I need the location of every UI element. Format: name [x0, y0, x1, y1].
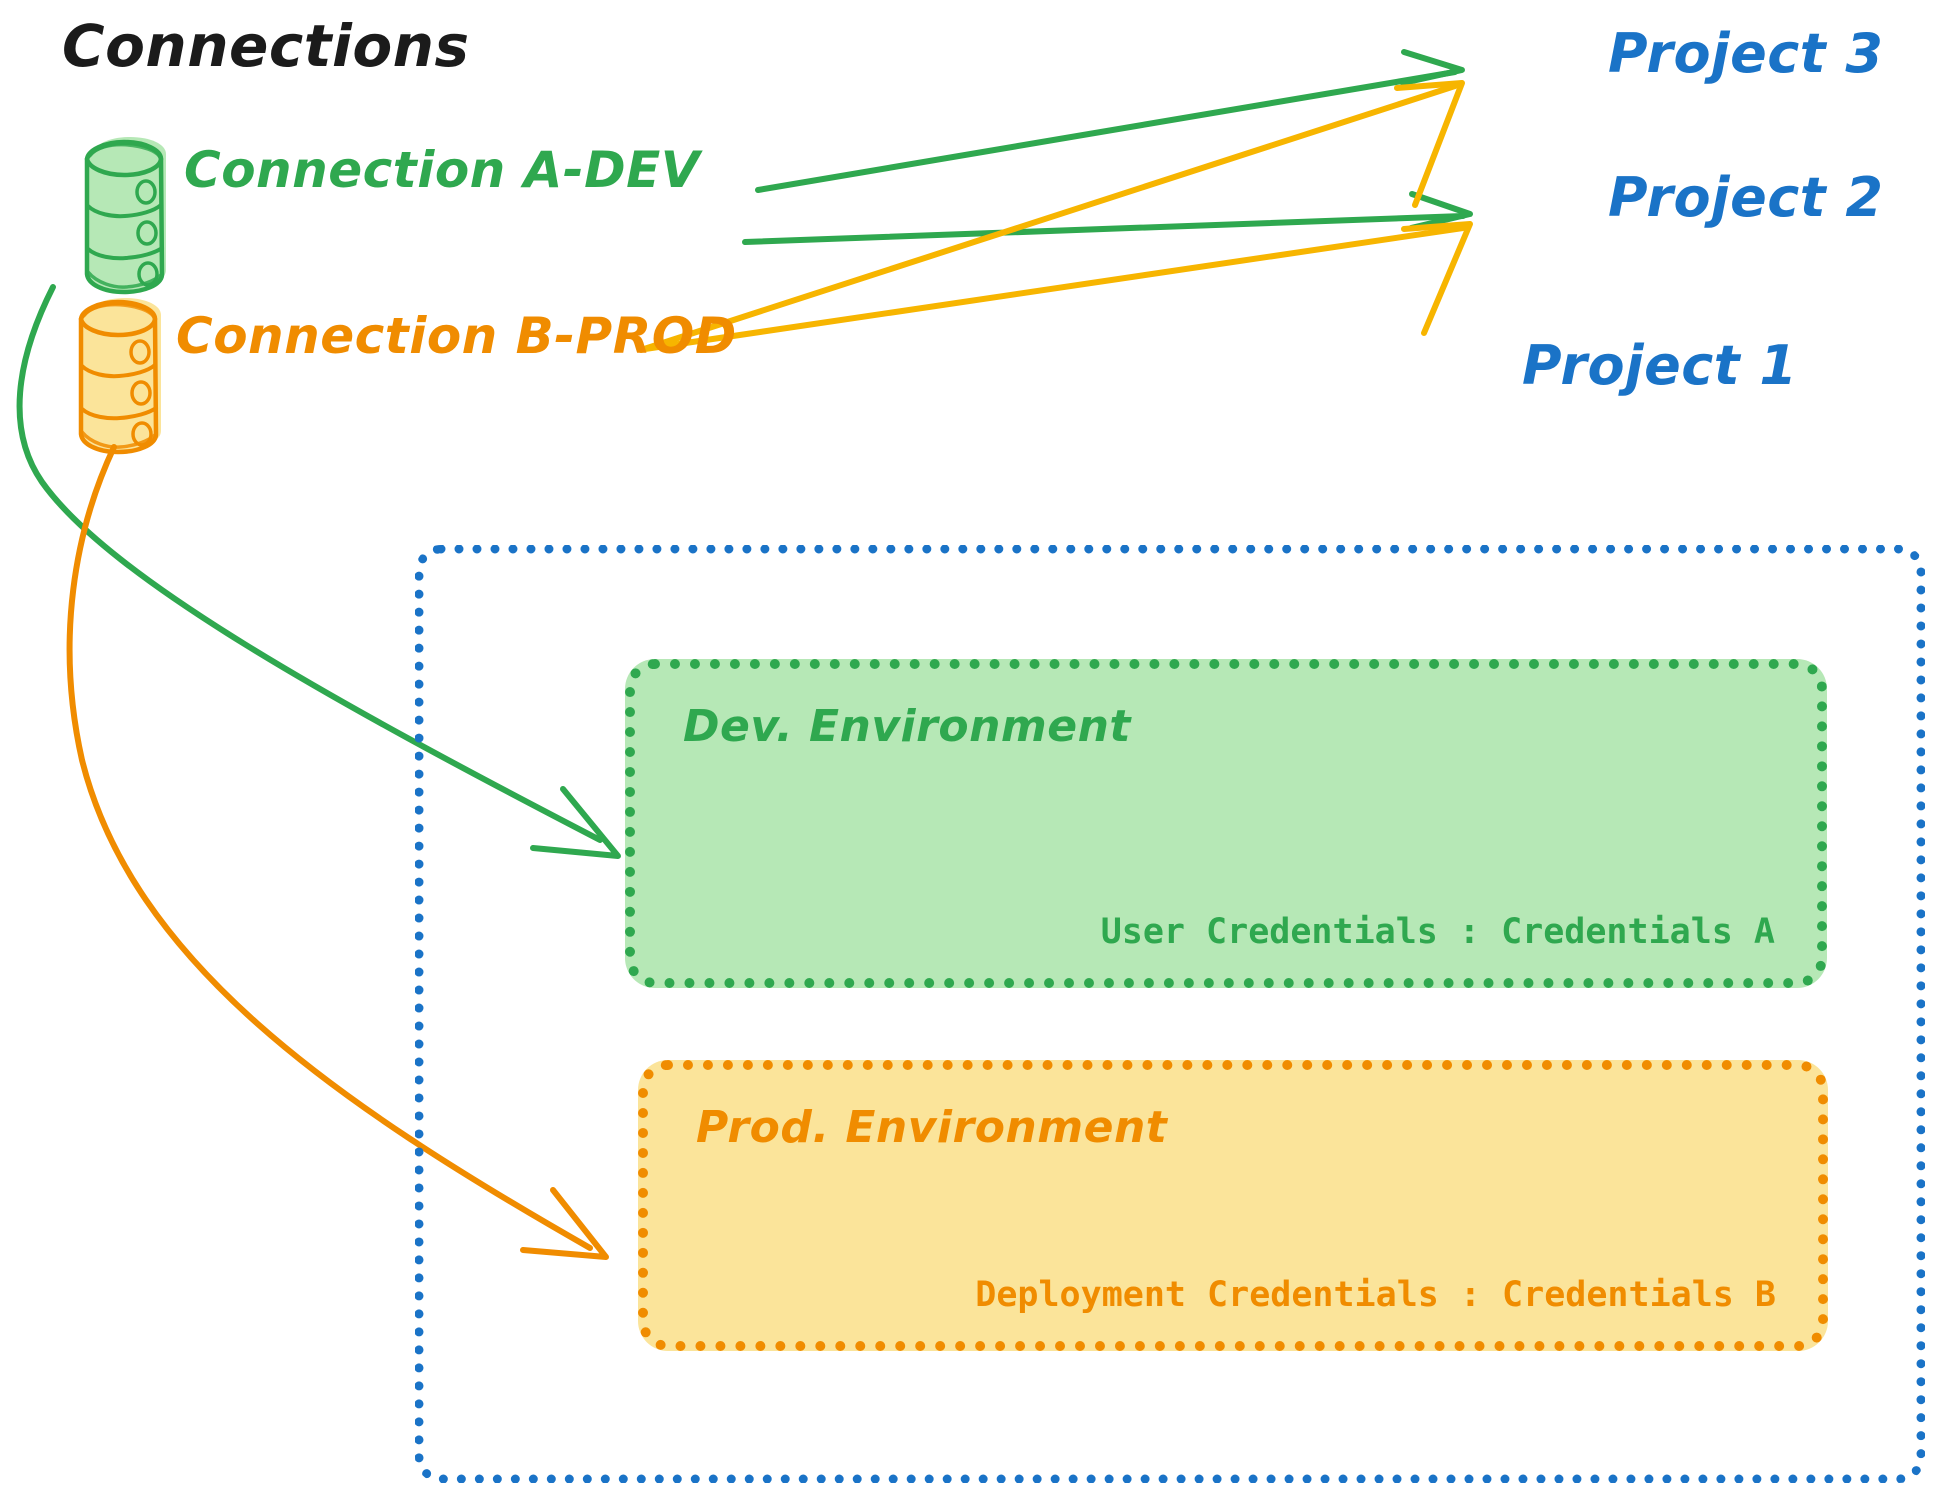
project-1-container	[415, 545, 1925, 1483]
prod-environment-title: Prod. Environment	[696, 1102, 1168, 1153]
edge-conn-a-dev-to-project-3	[755, 49, 1465, 193]
prod-environment-box[interactable]: Prod. Environment Deployment Credentials…	[638, 1060, 1828, 1351]
connection-label-a-dev[interactable]: Connection A-DEV	[184, 141, 700, 199]
connection-label-b-prod[interactable]: Connection B-PROD	[176, 307, 737, 365]
project-label-project-3[interactable]: Project 3	[1608, 22, 1884, 85]
edge-conn-b-prod-to-project-2	[642, 221, 1473, 352]
dev-environment-title: Dev. Environment	[683, 701, 1131, 752]
project-label-project-2[interactable]: Project 2	[1608, 166, 1884, 229]
database-cylinder-icon-b-prod[interactable]	[78, 298, 161, 455]
page-title: Connections	[62, 12, 470, 80]
dev-environment-box[interactable]: Dev. Environment User Credentials : Cred…	[625, 659, 1827, 988]
project-label-project-1[interactable]: Project 1	[1522, 334, 1798, 397]
dev-environment-credentials: User Credentials : Credentials A	[1100, 912, 1775, 952]
edge-conn-b-prod-to-project-3	[638, 80, 1465, 353]
database-cylinder-icon-a-dev[interactable]	[84, 137, 166, 295]
prod-environment-credentials: Deployment Credentials : Credentials B	[975, 1275, 1776, 1315]
edge-conn-a-dev-to-project-2	[742, 191, 1473, 245]
